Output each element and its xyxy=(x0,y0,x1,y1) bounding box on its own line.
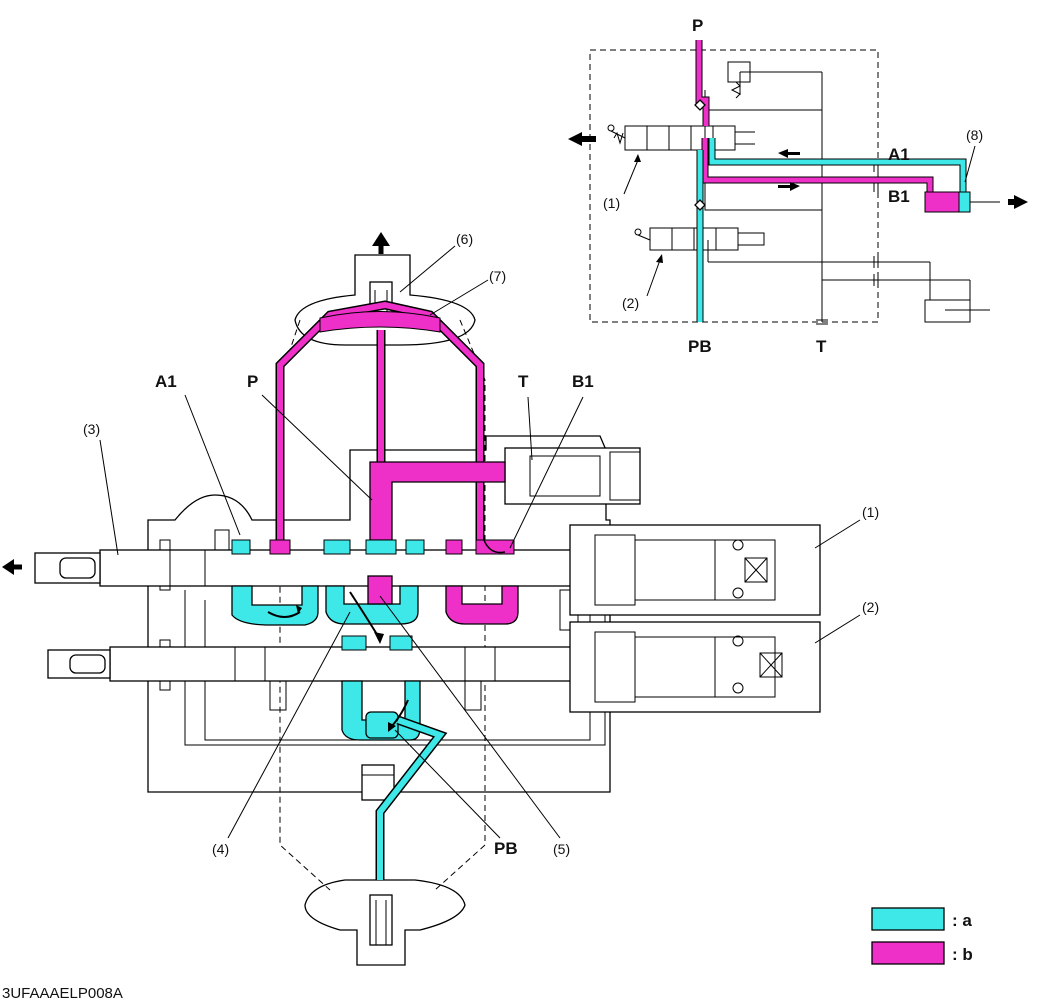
legend-swatch-a xyxy=(871,907,945,931)
label-pb-top: PB xyxy=(688,337,712,356)
schematic-inset: P A1 B1 PB T (1) (2) (8) xyxy=(568,16,1028,356)
label-pb: PB xyxy=(494,839,518,858)
a1-line-a xyxy=(709,138,966,192)
label-6: (6) xyxy=(456,231,473,247)
image-code: 3UFAAAELP008A xyxy=(2,985,123,1002)
control-valve-1 xyxy=(607,124,755,151)
cylinder-8-b xyxy=(924,191,960,213)
label-p: P xyxy=(247,372,258,391)
arrow-left-icon xyxy=(778,149,800,158)
channel-b-right xyxy=(445,585,519,625)
pilot-line-b xyxy=(277,301,483,540)
arrow-right-icon xyxy=(778,182,800,191)
label-t: T xyxy=(518,372,529,391)
pressure-line-b xyxy=(696,40,709,126)
label-t-top: T xyxy=(816,337,827,356)
cylinder-8-a xyxy=(958,191,971,213)
arrow-up-icon xyxy=(372,232,390,246)
legend: : a : b xyxy=(871,907,973,965)
label-2-top: (2) xyxy=(622,295,639,311)
valve-cutaway: A1 P T B1 (3) (6) (7) (1) (2) (4) (5) PB xyxy=(2,231,879,966)
legend-label-a: : a xyxy=(952,911,972,930)
arrow-right-icon xyxy=(1008,195,1028,209)
label-7: (7) xyxy=(489,268,506,284)
label-a1: A1 xyxy=(155,372,177,391)
control-valve-2 xyxy=(634,227,765,251)
b1-line-b xyxy=(702,138,933,196)
label-8-top: (8) xyxy=(966,127,983,143)
legend-swatch-b xyxy=(871,941,945,965)
pb-pilot-line-a xyxy=(377,717,445,880)
label-2: (2) xyxy=(862,599,879,615)
cartridge-1 xyxy=(569,524,821,616)
cylinder-2 xyxy=(924,299,971,323)
label-1-top: (1) xyxy=(603,195,620,211)
channel-a-left xyxy=(231,585,319,626)
label-a1-top: A1 xyxy=(888,145,910,164)
cartridge-2 xyxy=(569,621,821,713)
label-5: (5) xyxy=(553,841,570,857)
legend-label-b: : b xyxy=(952,945,973,964)
label-p-top: P xyxy=(692,16,703,35)
label-b1-top: B1 xyxy=(888,187,910,206)
label-b1: B1 xyxy=(572,372,594,391)
label-4: (4) xyxy=(212,841,229,857)
label-1: (1) xyxy=(862,504,879,520)
relief-valve xyxy=(727,61,751,83)
arrow-left-icon xyxy=(568,132,596,146)
arrow-left-icon xyxy=(2,559,14,575)
label-3: (3) xyxy=(83,421,100,437)
